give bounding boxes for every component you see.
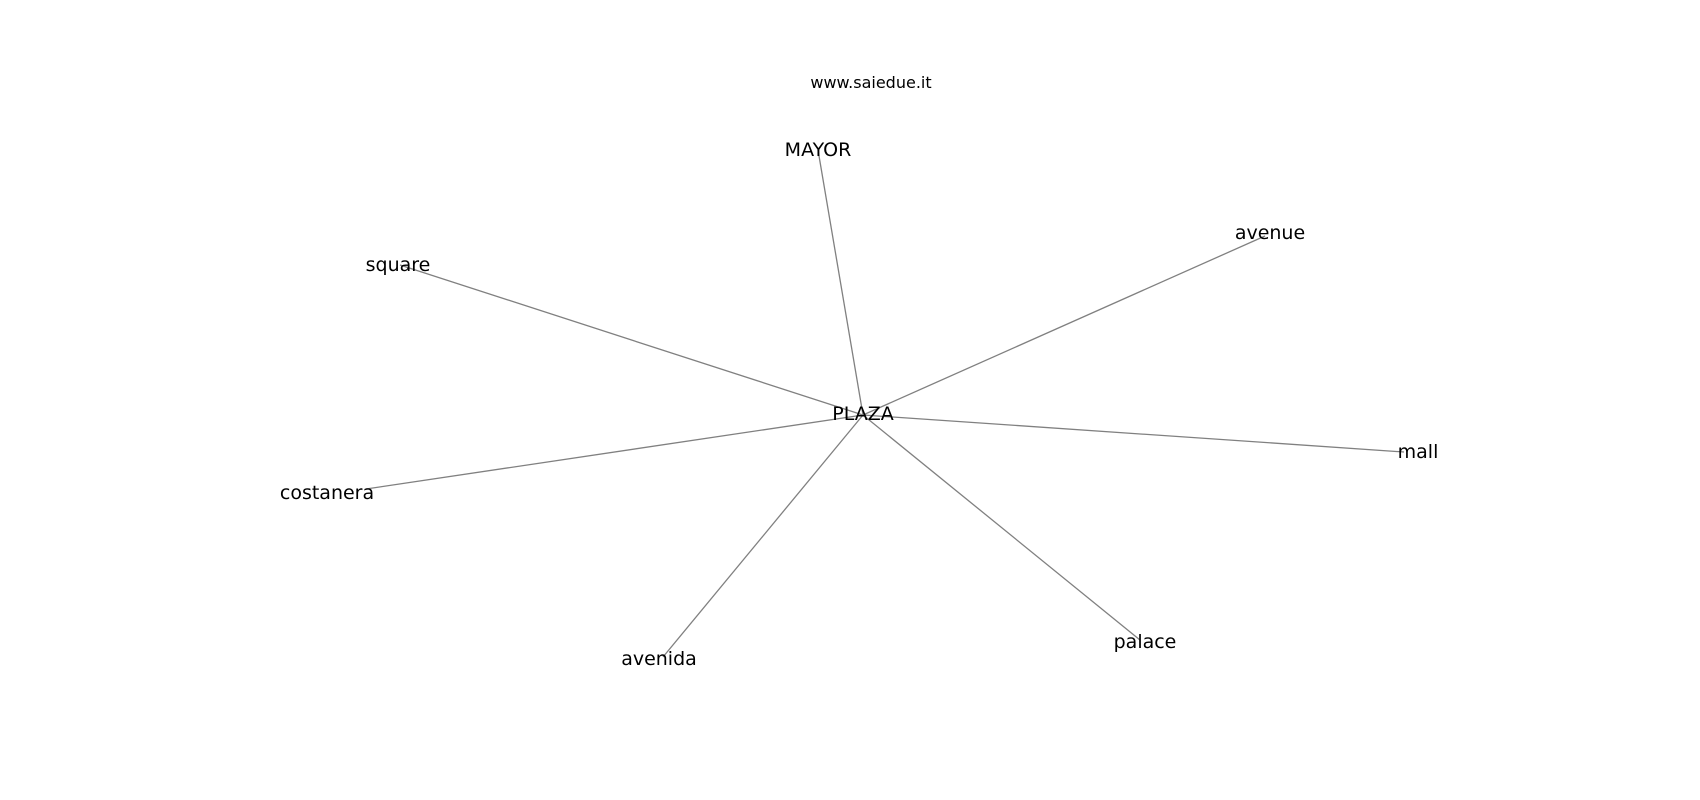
edge-plaza-mall bbox=[862, 414, 1405, 453]
edge-plaza-costanera bbox=[365, 414, 864, 490]
watermark-text: www.saiedue.it bbox=[810, 73, 931, 92]
node-label-costanera: costanera bbox=[280, 482, 374, 504]
edge-plaza-avenue bbox=[862, 235, 1266, 416]
node-label-avenida: avenida bbox=[621, 648, 697, 670]
node-label-mayor: MAYOR bbox=[785, 139, 852, 161]
edge-plaza-avenida bbox=[662, 414, 864, 658]
node-label-avenue: avenue bbox=[1235, 222, 1305, 244]
edges bbox=[365, 149, 1405, 658]
edge-plaza-palace bbox=[862, 414, 1141, 641]
node-label-plaza: PLAZA bbox=[832, 403, 894, 425]
edge-plaza-mayor bbox=[817, 149, 864, 416]
edge-plaza-square bbox=[399, 264, 864, 416]
node-label-mall: mall bbox=[1398, 441, 1439, 463]
node-label-square: square bbox=[366, 254, 431, 276]
node-label-palace: palace bbox=[1114, 631, 1177, 653]
node-labels: PLAZA MAYOR avenue square mall costanera… bbox=[280, 139, 1438, 670]
